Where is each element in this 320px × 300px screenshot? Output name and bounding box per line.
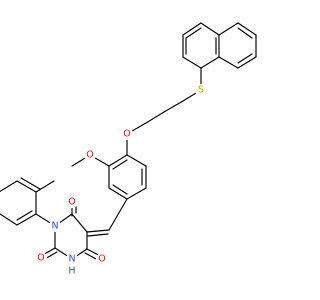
bond [237, 27, 253, 39]
bond [71, 213, 88, 233]
chemical-structure-diagram: S O O O O O N N H [0, 22, 257, 277]
bond [237, 56, 257, 69]
hydrogen-atom-label: H [68, 266, 75, 277]
bond [16, 213, 37, 226]
bond [16, 210, 33, 221]
bond [237, 53, 253, 64]
bond [185, 27, 202, 39]
bond [200, 56, 220, 69]
bond [20, 177, 41, 190]
bond-lines [0, 22, 257, 262]
bond [200, 22, 220, 36]
ether-oxygen-label: O [123, 129, 130, 140]
bond [163, 100, 184, 113]
bond [218, 22, 239, 36]
bond [182, 22, 202, 36]
bond [108, 198, 128, 231]
bond [0, 213, 18, 226]
bond [218, 56, 239, 69]
bond [112, 184, 128, 195]
carbonyl-oxygen-label: O [37, 253, 44, 264]
bond [86, 229, 110, 233]
bond [35, 180, 55, 193]
carbonyl-oxygen-label: O [68, 197, 75, 208]
bond [237, 22, 257, 36]
nitrogen-atom-label: N [68, 254, 75, 265]
bond [126, 187, 147, 200]
atom-labels: S O O O O O N N H [35, 84, 207, 277]
bond [108, 154, 128, 167]
bond [126, 154, 147, 167]
bond [112, 159, 128, 170]
bond [182, 56, 202, 69]
methoxy-oxygen-label: O [86, 150, 93, 161]
carbonyl-oxygen-label: O [98, 254, 105, 265]
bond [16, 180, 37, 193]
bond [108, 187, 128, 200]
bond [145, 111, 165, 124]
bond [0, 180, 18, 193]
nitrogen-atom-label: N [51, 221, 58, 232]
bond [87, 233, 109, 237]
sulfur-atom-label: S [198, 85, 204, 96]
